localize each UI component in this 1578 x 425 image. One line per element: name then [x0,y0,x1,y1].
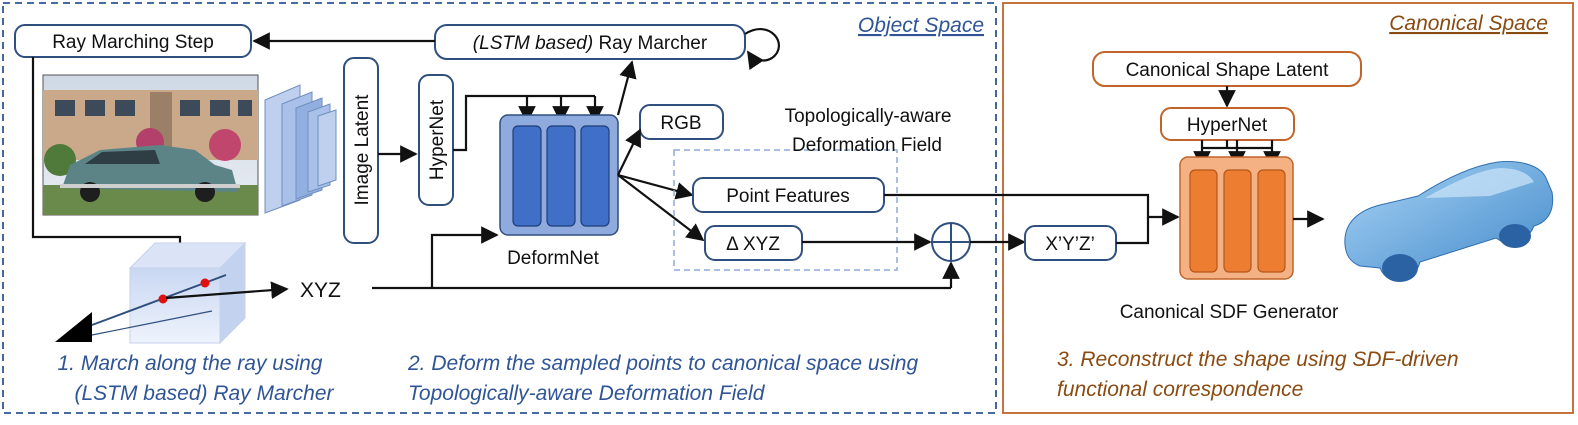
arrow-deformnet-to-delta [617,174,705,242]
deformation-field-title-1: Topologically-aware [785,106,952,127]
object-space-title: Object Space [858,14,984,37]
image-latent-label: Image Latent [352,94,373,206]
arrow-sample-to-xyz [165,281,289,300]
rgb-box [639,104,724,140]
arrow-deformnet-to-rgb [617,128,641,176]
deformnet-label: DeformNet [507,248,600,269]
xyz-label: XYZ [300,279,341,302]
camera-icon [55,312,92,342]
arrows-hypernet-to-deformnet [453,94,595,152]
input-photo [42,74,259,216]
sample-point-2 [200,278,210,288]
step2-caption-line2: Topologically-aware Deformation Field [408,382,766,405]
canonical-space-region [1002,2,1574,414]
hypernet-left-box [418,74,454,206]
ray-marcher-label: (LSTM based) Ray Marcher [473,33,708,54]
step3-caption-line1: 3. Reconstruct the shape using SDF-drive… [1057,348,1459,371]
arrow-features-to-sdf [884,193,1180,226]
object-space-region [2,2,997,414]
deformation-field-title-2: Deformation Field [792,135,942,156]
arrow-xyzprime-to-sdf [1116,217,1150,245]
xyz-prime-label: X’Y’Z’ [1045,234,1095,255]
point-features-label: Point Features [726,186,850,207]
hypernet-right-label: HyperNet [1187,115,1268,136]
step2-caption-line1: 2. Deform the sampled points to canonica… [407,352,918,375]
reconstructed-car-mesh [1344,161,1554,282]
arrow-xyz-to-deformnet [430,226,499,288]
step1-caption-line2: (LSTM based) Ray Marcher [74,382,334,405]
image-encoder-stack [264,84,337,214]
arrow-deformnet-to-features [617,173,694,200]
delta-xyz-label: Δ XYZ [726,234,780,255]
canonical-sdf-generator-block [1179,156,1294,280]
ray-marching-step-label: Ray Marching Step [52,32,214,53]
deformation-field-frame [673,149,898,271]
deformnet-block [499,114,619,236]
arrow-deformnet-to-marcher [616,60,637,116]
sum-operator [931,222,971,262]
ray-marcher-loop-arrow [744,28,780,71]
ray-marching-step-box [14,24,252,58]
canonical-shape-latent-label: Canonical Shape Latent [1126,60,1330,81]
rgb-label: RGB [660,113,701,134]
canonical-space-title: Canonical Space [1389,12,1548,35]
canonical-sdf-generator-label: Canonical SDF Generator [1120,302,1339,323]
sample-point-1 [158,294,168,304]
camera-ray-lower [91,310,213,336]
hypernet-left-label: HyperNet [427,99,448,180]
step3-caption-line2: functional correspondence [1057,378,1303,401]
step1-caption-line1: 1. March along the ray using [58,352,323,375]
image-latent-box [343,57,379,244]
